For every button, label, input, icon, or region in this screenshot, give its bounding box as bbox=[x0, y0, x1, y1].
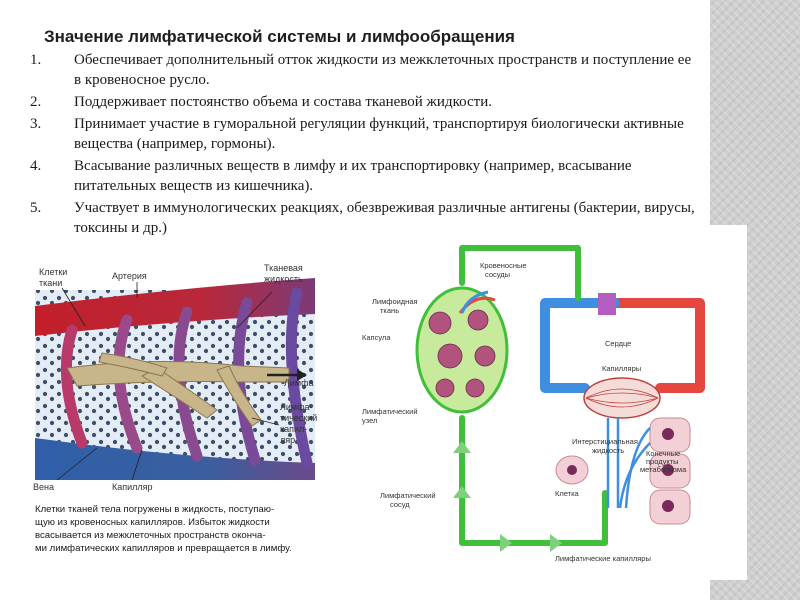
label-interstitial-fluid: Интерстициальная bbox=[572, 437, 638, 446]
lymph-vessel bbox=[459, 245, 608, 546]
node-blood-vessel-vein bbox=[460, 290, 489, 314]
label-blood-vessels: Кровеносные bbox=[480, 261, 527, 270]
tissue-cells-right bbox=[555, 417, 691, 525]
vein-vessel bbox=[35, 438, 315, 480]
points-list: 1. Обеспечивает дополнительный отток жидк… bbox=[30, 50, 700, 240]
label-end-products-2: продукты bbox=[646, 457, 679, 466]
label-lymph-vessel-2: сосуд bbox=[390, 500, 410, 509]
lymph-node bbox=[415, 286, 509, 414]
lymphoid-follicles bbox=[428, 309, 496, 398]
lymph-circulation-diagram: Кровеносные сосуды Лимфоидная ткань Капс… bbox=[362, 245, 705, 563]
label-blood-capillary: Капилляр bbox=[112, 482, 153, 492]
label-cell: Клетка bbox=[555, 489, 580, 498]
item-number: 5. bbox=[30, 200, 42, 216]
blood-circuit bbox=[540, 298, 705, 393]
lymph-flow-arrows bbox=[453, 441, 562, 552]
capillaries-lines bbox=[585, 388, 659, 408]
label-artery: Артерия bbox=[112, 271, 147, 281]
label-lymphoid-tissue-2: ткань bbox=[380, 306, 399, 315]
item-number: 4. bbox=[30, 158, 42, 174]
item-number: 1. bbox=[30, 52, 42, 68]
caption-line: ми лимфатических капилляров и превращает… bbox=[35, 543, 292, 554]
item-text: Принимает участие в гуморальной регуляци… bbox=[74, 116, 684, 152]
leader-lines bbox=[56, 282, 280, 481]
heart-transition bbox=[598, 293, 616, 315]
label-lymphoid-tissue: Лимфоидная bbox=[372, 297, 418, 306]
label-blood-vessels-2: сосуды bbox=[485, 270, 510, 279]
lymph-flow-arrowhead bbox=[297, 369, 307, 381]
item-number: 2. bbox=[30, 94, 42, 110]
label-lymph-node: Лимфатический bbox=[362, 407, 418, 416]
label-tissue-fluid: Тканевая bbox=[264, 263, 303, 273]
item-number: 3. bbox=[30, 116, 42, 132]
list-item: 2. Поддерживает постоянство объема и сост… bbox=[30, 92, 700, 112]
caption-line: Клетки тканей тела погружены в жидкость,… bbox=[35, 504, 274, 515]
label-lymph-node-2: узел bbox=[362, 416, 377, 425]
slide-title: Значение лимфатической системы и лимфооб… bbox=[44, 27, 515, 46]
label-lymph-capillaries: Лимфатические капилляры bbox=[555, 554, 651, 563]
list-item: 5. Участвует в иммунологических реакциях,… bbox=[30, 198, 700, 238]
label-lymph-vessel: Лимфатический bbox=[380, 491, 436, 500]
item-text: Всасывание различных веществ в лимфу и и… bbox=[74, 158, 632, 194]
label-cells: Клетки bbox=[39, 267, 67, 277]
list-item: 4. Всасывание различных веществ в лимфу и… bbox=[30, 156, 700, 196]
label-lymph: Лимфа bbox=[284, 378, 314, 388]
list-item: 1. Обеспечивает дополнительный отток жидк… bbox=[30, 50, 700, 90]
item-text: Участвует в иммунологических реакциях, о… bbox=[74, 200, 695, 236]
label-cells-2: ткани bbox=[39, 278, 62, 288]
label-vein: Вена bbox=[33, 482, 54, 492]
label-heart: Сердце bbox=[605, 339, 631, 348]
capillaries-bundle bbox=[583, 377, 661, 419]
label-lymph-capillary: Лимфа- bbox=[280, 402, 313, 412]
item-text: Обеспечивает дополнительный отток жидкос… bbox=[74, 52, 692, 88]
label-capillaries: Капилляры bbox=[602, 364, 641, 373]
tissue-diagram: Клетки ткани Артерия Тканевая жидкость Л… bbox=[33, 263, 317, 554]
item-text: Поддерживает постоянство объема и состав… bbox=[74, 94, 492, 110]
list-item: 3. Принимает участие в гуморальной регуля… bbox=[30, 114, 700, 154]
lymph-capillary bbox=[66, 352, 290, 427]
label-end-products-3: метаболизма bbox=[640, 465, 687, 474]
label-lymph-capillary-3: капил- bbox=[280, 424, 307, 434]
label-end-products: Конечные bbox=[646, 449, 680, 458]
artery-vessel bbox=[35, 278, 315, 336]
caption-line: щую из кровеносных капилляров. Избыток ж… bbox=[35, 517, 270, 528]
caption-line: всасывается из межклеточных пространств … bbox=[35, 530, 266, 541]
label-lymph-capillary-2: тический bbox=[280, 413, 317, 423]
label-interstitial-fluid-2: жидкость bbox=[592, 446, 624, 455]
label-lymph-capillary-4: ляр bbox=[280, 435, 295, 445]
label-tissue-fluid-2: жидкость bbox=[264, 274, 303, 284]
interstitial-flow-arrows bbox=[606, 418, 651, 509]
label-capsule: Капсула bbox=[362, 333, 391, 342]
